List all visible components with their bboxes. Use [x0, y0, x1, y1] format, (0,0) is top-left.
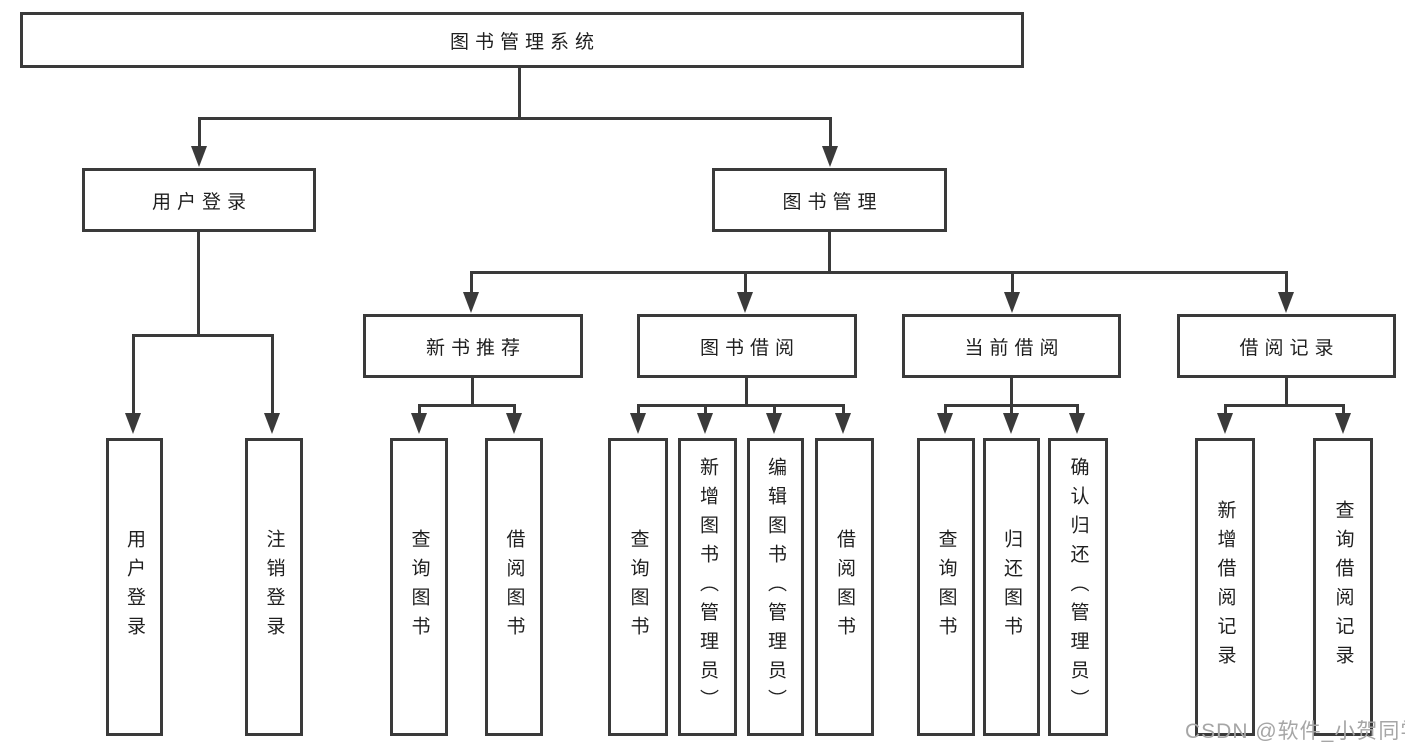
connector-line	[471, 378, 474, 407]
arrow-down-icon	[766, 413, 782, 434]
arrow-down-icon	[697, 413, 713, 434]
arrow-down-icon	[630, 413, 646, 434]
connector-line	[418, 404, 421, 416]
leaf-query-books-1: 查询图书	[390, 438, 448, 736]
connector-line	[470, 271, 473, 295]
connector-line	[829, 117, 832, 149]
arrow-down-icon	[1217, 413, 1233, 434]
arrow-down-icon	[1003, 413, 1019, 434]
connector-line	[944, 404, 947, 416]
connector-line	[1342, 404, 1345, 416]
connector-line	[1011, 271, 1014, 295]
connector-line	[513, 404, 516, 416]
connector-line	[1010, 378, 1013, 407]
node-new-book-recommend: 新书推荐	[363, 314, 583, 378]
leaf-add-books-admin: 新增图书（管理员）	[678, 438, 737, 736]
connector-line	[1285, 271, 1288, 295]
connector-line	[1224, 404, 1345, 407]
connector-line	[470, 271, 1287, 274]
node-user-login: 用户登录	[82, 168, 316, 232]
leaf-add-borrow-record: 新增借阅记录	[1195, 438, 1255, 736]
arrow-down-icon	[191, 146, 207, 167]
arrow-down-icon	[1278, 292, 1294, 313]
arrow-down-icon	[264, 413, 280, 434]
connector-line	[198, 117, 832, 120]
connector-line	[1010, 404, 1013, 416]
connector-line	[1224, 404, 1227, 416]
connector-line	[704, 404, 707, 416]
node-book-borrow: 图书借阅	[637, 314, 857, 378]
connector-line	[1076, 404, 1079, 416]
leaf-user-login: 用户登录	[106, 438, 163, 736]
connector-line	[197, 232, 200, 336]
connector-line	[198, 117, 201, 149]
connector-line	[132, 334, 274, 337]
arrow-down-icon	[125, 413, 141, 434]
leaf-borrow-books-2: 借阅图书	[815, 438, 874, 736]
arrow-down-icon	[1004, 292, 1020, 313]
leaf-query-borrow-record: 查询借阅记录	[1313, 438, 1373, 736]
leaf-edit-books-admin: 编辑图书（管理员）	[747, 438, 804, 736]
connector-line	[828, 232, 831, 274]
arrow-down-icon	[463, 292, 479, 313]
node-borrow-records: 借阅记录	[1177, 314, 1396, 378]
arrow-down-icon	[411, 413, 427, 434]
arrow-down-icon	[737, 292, 753, 313]
leaf-return-books: 归还图书	[983, 438, 1040, 736]
connector-line	[842, 404, 845, 416]
node-root: 图书管理系统	[20, 12, 1024, 68]
arrow-down-icon	[835, 413, 851, 434]
leaf-query-books-2: 查询图书	[608, 438, 668, 736]
connector-line	[744, 271, 747, 295]
leaf-query-books-3: 查询图书	[917, 438, 975, 736]
connector-line	[271, 334, 274, 416]
connector-line	[773, 404, 776, 416]
leaf-logout: 注销登录	[245, 438, 303, 736]
arrow-down-icon	[937, 413, 953, 434]
node-current-borrow: 当前借阅	[902, 314, 1121, 378]
arrow-down-icon	[1069, 413, 1085, 434]
arrow-down-icon	[822, 146, 838, 167]
connector-line	[518, 68, 521, 120]
connector-line	[745, 378, 748, 407]
watermark: CSDN @软件_小贺同学	[1185, 720, 1405, 743]
arrow-down-icon	[506, 413, 522, 434]
connector-line	[637, 404, 640, 416]
node-book-management: 图书管理	[712, 168, 947, 232]
arrow-down-icon	[1335, 413, 1351, 434]
leaf-confirm-return-admin: 确认归还（管理员）	[1048, 438, 1108, 736]
leaf-borrow-books-1: 借阅图书	[485, 438, 543, 736]
connector-line	[1285, 378, 1288, 407]
connector-line	[637, 404, 845, 407]
connector-line	[418, 404, 516, 407]
connector-line	[132, 334, 135, 416]
